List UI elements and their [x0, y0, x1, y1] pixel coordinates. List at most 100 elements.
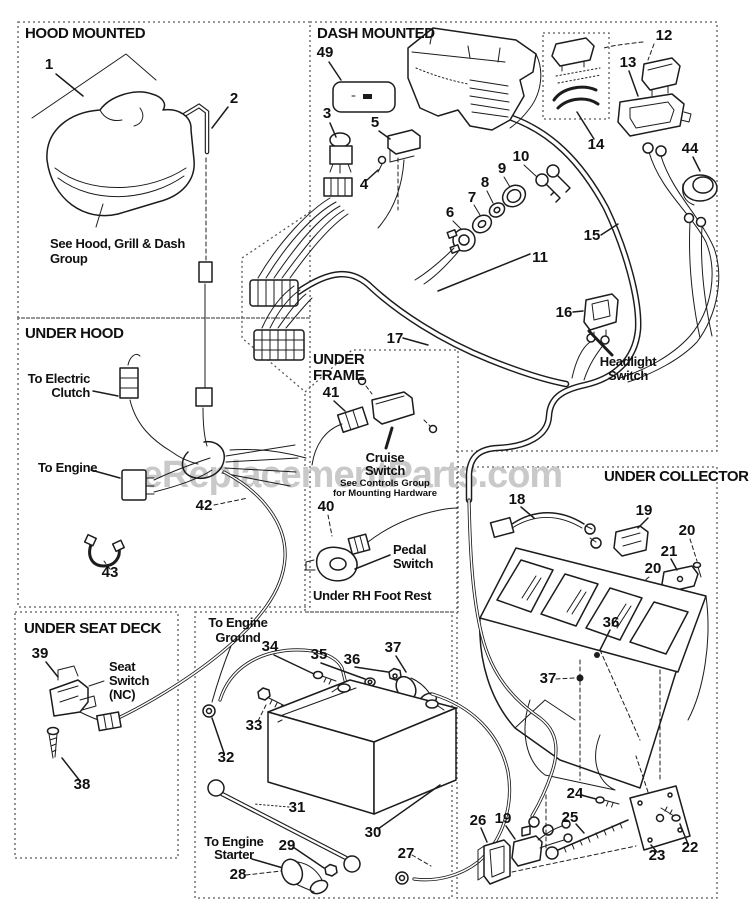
cruise-note-2: Switch — [365, 463, 405, 478]
leader-cruise-note — [384, 426, 394, 450]
leader-30 — [377, 784, 441, 830]
leader-pedal-note — [354, 554, 391, 570]
callout-21: 21 — [661, 543, 678, 560]
starter-note-1: To Engine — [204, 834, 263, 849]
switch-5 — [387, 129, 421, 155]
section-title-under-seat: UNDER SEAT DECK — [24, 620, 162, 637]
battery-box — [194, 611, 453, 899]
leader-18 — [520, 506, 535, 519]
headlight-note-2: Switch — [608, 368, 648, 383]
section-title-under-hood: UNDER HOOD — [25, 325, 124, 342]
callout-10: 10 — [513, 148, 530, 165]
dash-box-notch — [241, 211, 311, 391]
callout-15: 15 — [584, 227, 601, 244]
dash-console — [407, 27, 537, 131]
callout-7: 7 — [468, 189, 476, 206]
callout-24: 24 — [567, 785, 584, 802]
wire-junction-loop — [181, 440, 225, 480]
ground-note-1: To Engine — [208, 615, 267, 630]
ignition-leaders — [452, 164, 538, 230]
callout-31: 31 — [289, 799, 306, 816]
battery-area-art — [202, 645, 512, 895]
pedal-note-2: Switch — [393, 556, 433, 571]
rod-31 — [207, 779, 361, 873]
connector-19 — [613, 525, 649, 557]
ring-terminal — [528, 816, 540, 828]
leader-35 — [320, 662, 366, 680]
inline-connector — [195, 387, 213, 407]
leader-1 — [55, 73, 84, 97]
harness-connector-b — [253, 329, 305, 361]
leader-headlight-note — [587, 329, 614, 357]
leader-32 — [211, 717, 225, 754]
leader-2 — [211, 106, 229, 129]
cruise-note-4: for Mounting Hardware — [333, 488, 437, 499]
leader-19 — [637, 517, 649, 529]
ring-terminal — [695, 216, 707, 228]
callout-41: 41 — [323, 384, 340, 401]
callout-19: 19 — [636, 502, 653, 519]
callout-9: 9 — [498, 160, 506, 177]
leader-3 — [329, 122, 337, 138]
callout-4: 4 — [360, 176, 369, 193]
section-title-under-frame-1: UNDER — [313, 351, 365, 368]
leader-13 — [628, 70, 639, 97]
leader-43 — [103, 560, 111, 570]
collector-frame — [479, 547, 709, 791]
callout-12: 12 — [656, 27, 673, 44]
clutch-note-1: To Electric — [28, 371, 90, 386]
leader-36b — [599, 629, 611, 651]
under-hood-art — [83, 317, 307, 722]
plate-23 — [629, 785, 691, 851]
leader-4 — [366, 169, 379, 181]
leader-37 — [395, 655, 407, 673]
under-frame-art — [305, 376, 459, 582]
callout-29: 29 — [279, 837, 296, 854]
engine-connector — [121, 469, 147, 501]
callout-6: 6 — [446, 204, 454, 221]
leader-ground-note — [211, 645, 232, 703]
callout-11: 11 — [532, 249, 548, 266]
section-boxes — [14, 21, 718, 899]
section-title-hood: HOOD MOUNTED — [25, 25, 146, 42]
callout-37: 37 — [385, 639, 402, 656]
hood-ref-note-1: See Hood, Grill & Dash — [50, 236, 185, 251]
ground-note-2: Ground — [215, 630, 260, 645]
leader-26 — [480, 827, 488, 843]
hood-ref-note-2: Group — [50, 251, 88, 266]
callout-38: 38 — [74, 776, 91, 793]
callout-2: 2 — [230, 90, 238, 107]
section-title-under-frame-2: FRAME — [313, 367, 365, 384]
callout-20: 20 — [679, 522, 696, 539]
bracket-14 — [552, 85, 600, 110]
seat-note-2: Switch — [109, 673, 149, 688]
leader-25 — [575, 823, 585, 834]
leader-5 — [378, 130, 391, 140]
leader-37b — [555, 677, 575, 680]
seat-note-1: Seat — [109, 659, 136, 674]
callout-28: 28 — [230, 866, 247, 883]
nut-29 — [324, 863, 338, 877]
sub-box-keycap — [551, 37, 595, 67]
leader-42 — [213, 497, 249, 506]
dash-mounted-art — [249, 27, 720, 383]
under-frame-box — [304, 349, 459, 613]
headlight-switch-16 — [583, 293, 619, 331]
callout-14: 14 — [588, 136, 605, 153]
keys-10 — [535, 164, 571, 203]
callout-22: 22 — [682, 839, 699, 856]
bolt-37b — [576, 674, 584, 682]
callout-27: 27 — [398, 845, 415, 862]
leader-31 — [253, 803, 290, 808]
leader-clutch-note — [92, 390, 119, 397]
screw-38 — [46, 726, 60, 759]
under-hood-box — [17, 317, 311, 608]
callout-3: 3 — [323, 105, 331, 122]
leader-21 — [670, 558, 678, 571]
leader-39 — [45, 661, 59, 678]
callout-49: 49 — [317, 44, 334, 61]
leader-12 — [603, 41, 655, 61]
callout-36: 36 — [344, 651, 361, 668]
leader-27 — [411, 854, 432, 867]
